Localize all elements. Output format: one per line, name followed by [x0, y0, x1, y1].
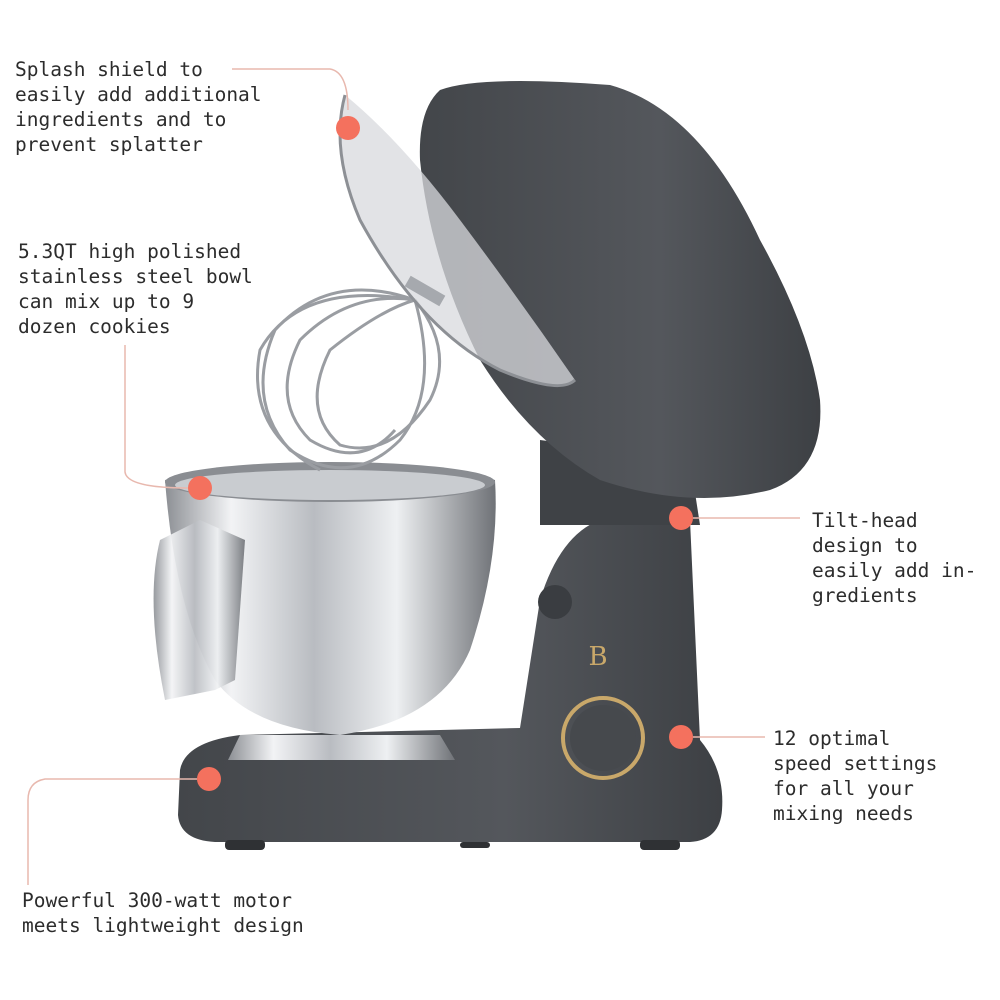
callout-line: gredients: [812, 584, 918, 607]
callout-line: 5.3QT high polished: [18, 240, 242, 263]
callout-dots: [188, 116, 693, 791]
callout-dot-bowl: [188, 476, 212, 500]
callout-line: for all your: [773, 777, 914, 800]
callout-dot-tilt-head: [669, 506, 693, 530]
speed-knob: [570, 705, 636, 771]
callout-line: easily add additional: [15, 83, 262, 106]
stainless-bowl: [153, 462, 496, 760]
callout-line: easily add in-: [812, 559, 977, 582]
callout-line: Tilt-head: [812, 509, 918, 532]
brand-logo: B: [588, 642, 607, 672]
callout-line: ingredients and to: [15, 108, 227, 131]
speed-knob-ring: [561, 696, 645, 780]
callout-dot-splash-shield: [336, 116, 360, 140]
callout-line: prevent splatter: [15, 133, 203, 156]
callout-line: dozen cookies: [18, 315, 171, 338]
callout-line: design to: [812, 534, 918, 557]
callout-line: stainless steel bowl: [18, 265, 253, 288]
callout-line: mixing needs: [773, 802, 914, 825]
callout-speed-settings: 12 optimal speed settings for all your m…: [773, 726, 937, 826]
callout-line: Powerful 300-watt motor: [22, 889, 293, 912]
callout-dot-speed: [669, 725, 693, 749]
callout-splash-shield: Splash shield to easily add additional i…: [15, 57, 262, 157]
callout-line: Splash shield to: [15, 58, 203, 81]
wire-whisk: [256, 288, 442, 472]
callout-line: speed settings: [773, 752, 938, 775]
callout-dot-motor: [197, 767, 221, 791]
callout-line: can mix up to 9: [18, 290, 195, 313]
tilt-head: [419, 81, 821, 525]
callout-bowl: 5.3QT high polished stainless steel bowl…: [18, 239, 253, 339]
callout-line: 12 optimal: [773, 727, 891, 750]
tilt-release-button: [538, 585, 572, 619]
callout-tilt-head: Tilt-head design to easily add in- gredi…: [812, 508, 976, 608]
leader-lines: [27, 68, 800, 885]
callout-line: meets lightweight design: [22, 914, 304, 937]
splash-shield: [338, 94, 577, 388]
callout-motor: Powerful 300-watt motor meets lightweigh…: [22, 888, 304, 938]
